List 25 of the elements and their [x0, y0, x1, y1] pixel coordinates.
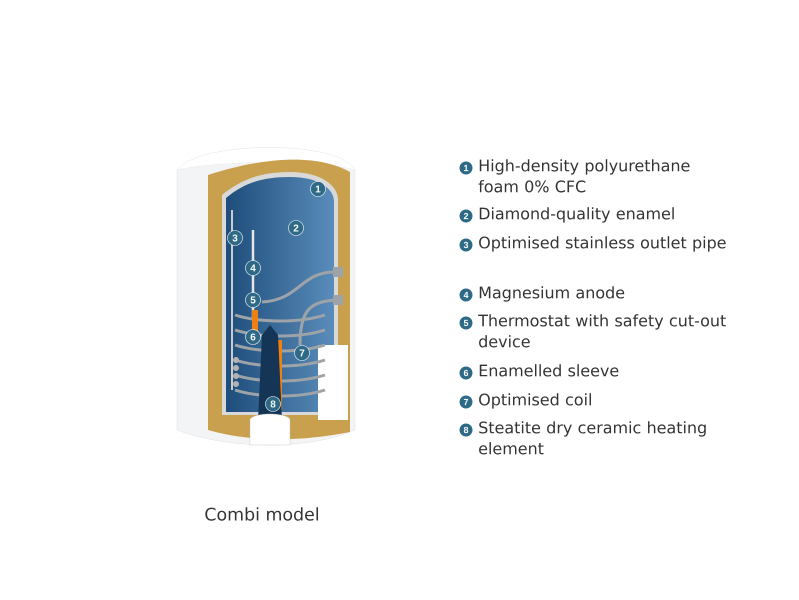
callout-number: 4 [245, 260, 261, 276]
key-text: Steatite dry ceramic heating element [479, 421, 706, 454]
key-text: Diamond-quality enamel [480, 207, 674, 223]
callout-number: 5 [460, 316, 472, 330]
callout-number: 6 [460, 366, 472, 380]
callout-number: 3 [460, 238, 472, 252]
key-text: Magnesium anode [480, 286, 624, 302]
key-text: High-density polyurethane foam 0% CFC [478, 159, 690, 192]
callout-number: 3 [227, 230, 243, 246]
key-text: Optimised coil [479, 393, 591, 409]
callout-number: 1 [310, 181, 326, 197]
key-text: Optimised stainless outlet pipe [479, 236, 726, 252]
callout-number: 7 [460, 396, 472, 408]
callout-number: 5 [245, 292, 261, 308]
key-text: Enamelled sleeve [480, 364, 618, 377]
callout-number: 8 [460, 424, 472, 436]
caption: Combi model [205, 507, 318, 521]
callout-number: 7 [294, 345, 310, 361]
callout-number: 8 [265, 396, 281, 412]
callout-number: 2 [460, 210, 472, 222]
callout-number: 1 [460, 162, 472, 174]
callout-number: 4 [460, 288, 472, 302]
key-text: Thermostat with safety cut-out device [478, 314, 726, 348]
callout-number: 6 [245, 329, 261, 345]
callout-number: 2 [288, 220, 304, 236]
